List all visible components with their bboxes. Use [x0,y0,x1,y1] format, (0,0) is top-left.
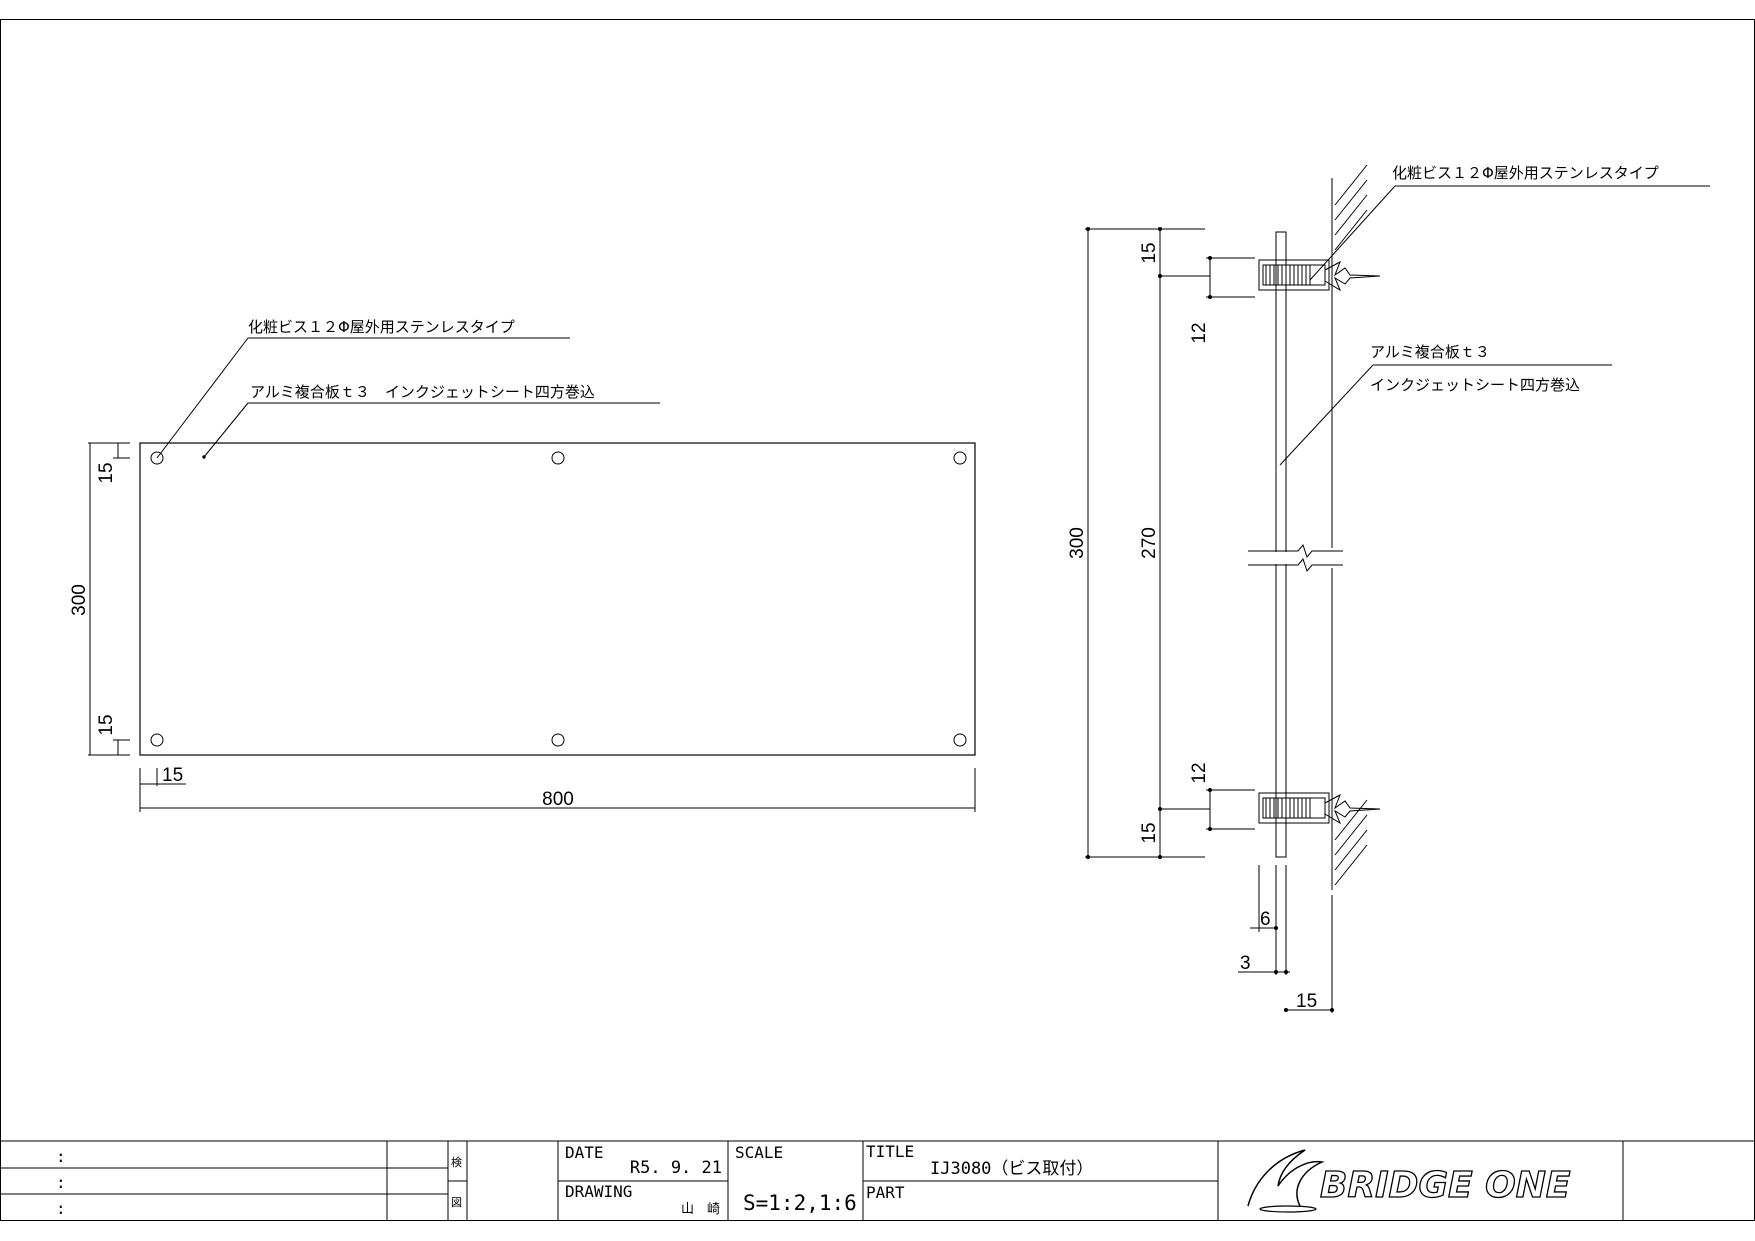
side-panel-callout-line1: アルミ複合板ｔ３ [1370,343,1490,361]
brand-logo: BRIDGE ONE [1247,1149,1571,1213]
side-panel-callout-line2: インクジェットシート四方巻込 [1370,376,1580,394]
front-panel-callout: アルミ複合板ｔ３ インクジェットシート四方巻込 [250,383,595,401]
bottom-screw-assembly [1258,792,1381,825]
title-block [0,1140,1755,1220]
side-screw-callout: 化粧ビス１２Φ屋外用ステンレスタイプ [1392,164,1659,182]
tb-title-value: IJ3080（ビス取付） [930,1159,1093,1179]
dim-top-offset-label: 15 [96,462,117,483]
tb-scale-label: SCALE [735,1143,783,1162]
screw-hole-top-right [953,451,967,465]
bottom-screw-thread [1265,798,1311,818]
dim-bottom-spacer-label: 12 [1189,762,1210,783]
brand-swoosh-icon [1247,1149,1325,1207]
tb-date-label: DATE [565,1143,604,1162]
dim-wall-offset-label: 15 [1296,991,1317,1012]
panel-outline [139,442,976,756]
front-view [88,337,976,812]
wall-hatch-top [1334,164,1368,251]
front-screw-callout: 化粧ビス１２Φ屋外用ステンレスタイプ [248,318,515,336]
wall-hatch-bottom [1334,799,1368,886]
screw-hole-bottom-right [953,733,967,747]
tb-scale-value: S=1:2,1:6 [743,1191,857,1215]
dim-between-screws-label: 270 [1139,527,1160,559]
tb-date-value: R5. 9. 21 [630,1158,722,1178]
screw-callout-leader [156,337,249,459]
bottom-anchor [1324,793,1381,825]
brand-base-icon [1259,1205,1317,1213]
dim-width-label: 800 [542,789,574,810]
brand-wordmark: BRIDGE ONE [1320,1165,1571,1206]
tb-check-label: 検 [451,1155,462,1169]
top-screw-assembly [1258,259,1381,292]
tb-row2-colon: : [56,1173,66,1192]
screw-hole-bottom-left [150,733,164,747]
tb-row3-colon: : [56,1199,66,1218]
bottom-spacer [1258,792,1330,824]
dim-height-label: 300 [69,584,90,616]
dim-panel-thickness-label: 3 [1240,953,1251,974]
top-spacer [1258,259,1330,291]
sheet-border [0,19,1755,1221]
tb-drawing-value: 山 崎 [681,1202,720,1217]
tb-drawn-label: 図 [451,1196,462,1209]
dim-bottom-offset-label: 15 [96,714,117,735]
screw-hole-top-left [150,451,164,465]
dim-left-offset-label: 15 [162,765,183,786]
dim-total-height-label: 300 [1067,527,1088,559]
side-screw-leader [1309,185,1396,281]
tb-drawing-label: DRAWING [565,1182,632,1201]
panel-callout-leader [203,402,249,458]
side-view [1085,164,1710,1013]
top-anchor [1324,260,1381,292]
dim-spacer-width-label: 6 [1260,909,1271,930]
dim-bottom-edge-label: 15 [1139,822,1160,843]
screw-hole-bottom-center [551,733,565,747]
dim-top-edge-label: 15 [1139,242,1160,263]
dim-top-spacer-label: 12 [1189,322,1210,343]
side-panel-leader [1279,364,1374,466]
side-panel [1275,231,1287,858]
tb-title-label: TITLE [866,1142,914,1161]
screw-hole-top-center [551,451,565,465]
panel-callout-dot [202,455,206,459]
tb-row1-colon: : [56,1147,66,1166]
top-screw-thread [1265,265,1311,285]
tb-part-label: PART [866,1183,905,1202]
break-mark [1248,543,1343,573]
